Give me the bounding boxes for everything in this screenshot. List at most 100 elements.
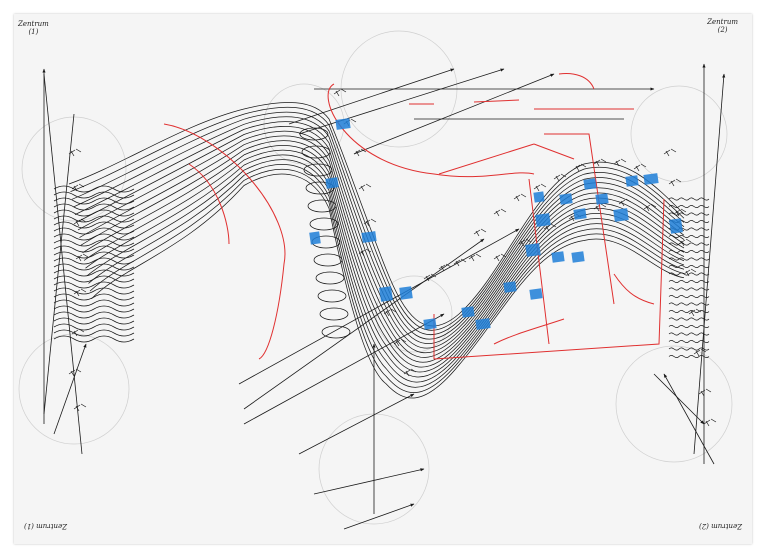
- tick-mark: [68, 368, 82, 377]
- tick-mark: [71, 328, 85, 337]
- right-squiggle: [668, 280, 710, 283]
- loop-mark: [305, 181, 335, 195]
- left-hatch: [53, 269, 135, 277]
- left-hatch: [53, 311, 135, 319]
- highlight-mark: [571, 251, 585, 263]
- left-hatch: [53, 227, 135, 235]
- loop-mark: [313, 253, 343, 267]
- tick-mark: [73, 218, 87, 227]
- left-hatch: [53, 317, 135, 325]
- right-squiggle: [668, 310, 710, 313]
- highlight-mark: [573, 208, 587, 220]
- handwritten-marks: [68, 88, 717, 427]
- tick-mark: [698, 388, 712, 397]
- left-hatch: [53, 215, 135, 223]
- right-squiggle: [668, 340, 710, 343]
- tick-mark: [468, 253, 482, 262]
- tick-mark: [403, 368, 417, 377]
- loop-mark: [315, 271, 345, 285]
- bundle-curve: [79, 135, 685, 358]
- bundle-curve: [89, 168, 685, 393]
- right-squiggle: [668, 212, 710, 216]
- tick-mark: [643, 203, 657, 212]
- loop-mark: [307, 199, 337, 213]
- left-hatch: [53, 185, 135, 193]
- tick-mark: [663, 148, 677, 157]
- left-hatch: [53, 245, 135, 253]
- left-hatch: [53, 221, 135, 229]
- left-hatch: [53, 263, 135, 271]
- right-squiggle: [668, 332, 710, 336]
- highlight-mark: [559, 193, 573, 205]
- tick-mark: [678, 238, 692, 247]
- right-squiggle: [668, 325, 710, 328]
- tick-mark: [693, 348, 707, 357]
- loop-mark: [321, 325, 351, 339]
- left-hatch: [53, 191, 135, 199]
- guide-circles: [18, 30, 733, 525]
- highlight-mark: [309, 231, 321, 245]
- highlight-mark: [613, 208, 629, 222]
- tick-mark: [633, 163, 647, 172]
- tick-mark: [533, 183, 547, 192]
- right-squiggle: [668, 317, 710, 321]
- corner-label-bottom-right: Zentrum (2): [699, 522, 742, 530]
- left-hatch: [53, 287, 135, 295]
- tick-mark: [683, 268, 697, 277]
- tick-mark: [593, 158, 607, 167]
- tick-mark: [688, 308, 702, 317]
- left-hatch: [53, 209, 135, 217]
- curve-bundle: [53, 102, 710, 399]
- loop-mark: [309, 217, 339, 231]
- right-squiggle: [668, 205, 710, 208]
- tick-mark: [593, 203, 607, 212]
- tick-mark: [333, 88, 347, 97]
- left-hatch: [53, 329, 135, 337]
- loop-mark: [319, 307, 349, 321]
- tick-mark: [473, 228, 487, 237]
- left-hatch: [53, 299, 135, 307]
- tick-mark: [71, 183, 85, 192]
- bundle-curve: [86, 159, 685, 383]
- right-squiggle: [668, 250, 710, 253]
- left-hatch: [53, 305, 135, 313]
- highlight-mark: [461, 306, 475, 318]
- left-hatch: [53, 335, 135, 343]
- highlight-mark: [535, 213, 551, 227]
- left-hatch: [53, 275, 135, 283]
- highlight-mark: [379, 286, 393, 302]
- bundle-curve: [68, 102, 685, 327]
- tick-mark: [383, 308, 397, 317]
- highlight-mark: [643, 173, 659, 185]
- corner-label-top-left: Zentrum (1): [18, 20, 49, 36]
- loop-mark: [303, 163, 333, 177]
- highlight-mark: [533, 191, 545, 203]
- loop-mark: [317, 289, 347, 303]
- left-hatch: [53, 251, 135, 259]
- left-hatch: [53, 293, 135, 301]
- right-squiggle: [668, 272, 710, 276]
- tick-mark: [668, 178, 682, 187]
- highlight-mark: [529, 288, 543, 300]
- tick-mark: [68, 148, 82, 157]
- left-hatch: [53, 197, 135, 205]
- tick-mark: [73, 288, 87, 297]
- score-drawing: [18, 30, 733, 530]
- left-hatch: [53, 233, 135, 241]
- tick-mark: [543, 223, 557, 232]
- red-annotations: [163, 73, 665, 360]
- corner-label-bottom-left: Zentrum (1): [24, 522, 67, 530]
- bundle-curve: [77, 130, 685, 354]
- bundle-curve: [76, 125, 685, 349]
- tick-mark: [358, 248, 372, 257]
- highlight-mark: [503, 281, 517, 293]
- tick-mark: [393, 338, 407, 347]
- tick-mark: [553, 173, 567, 182]
- right-squiggle: [668, 265, 710, 268]
- highlight-mark: [361, 231, 377, 243]
- blue-highlights: [309, 118, 683, 330]
- tick-mark: [453, 258, 467, 267]
- tick-mark: [703, 418, 717, 427]
- bundle-curve: [70, 106, 685, 331]
- right-squiggle: [668, 347, 710, 351]
